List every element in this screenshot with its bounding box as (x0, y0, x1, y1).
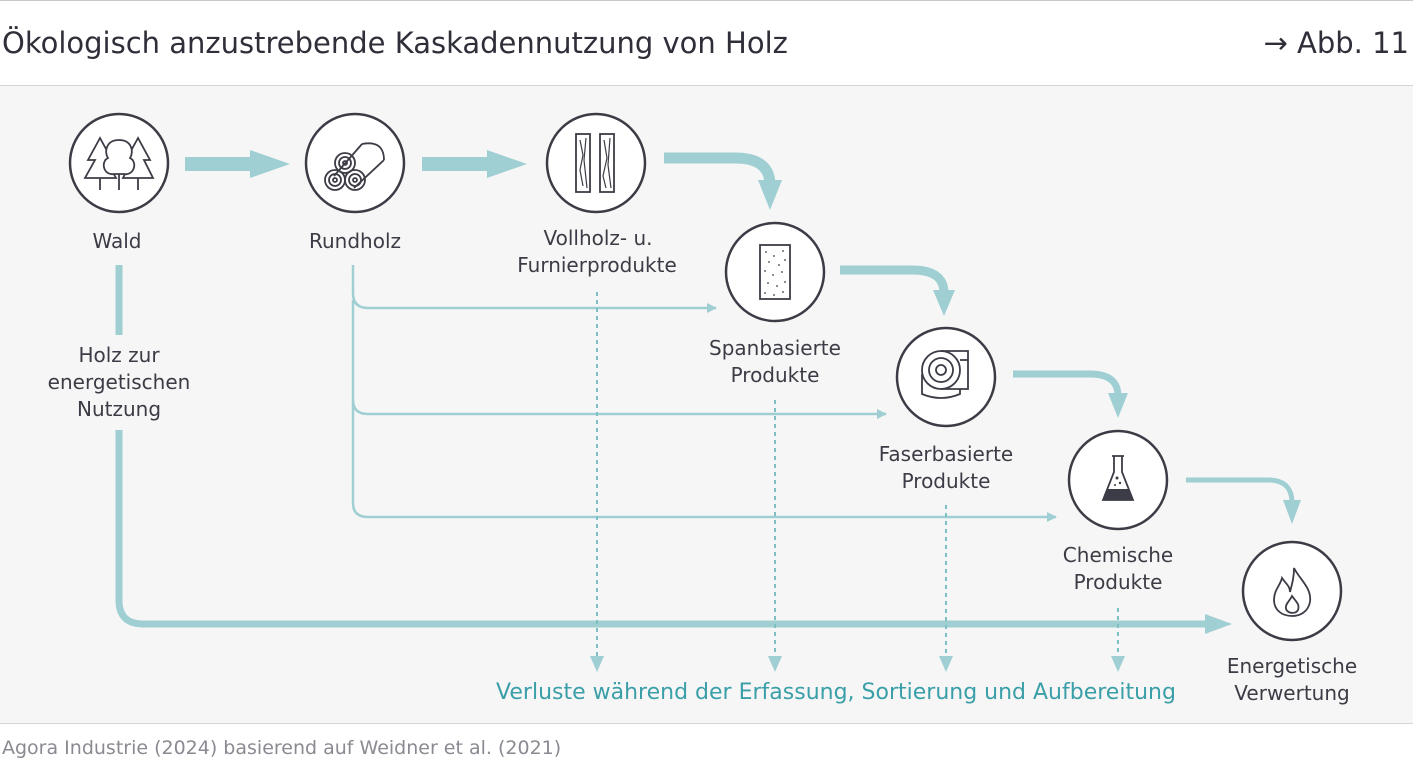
label-wald: Wald (92, 229, 141, 253)
label-vollholz-line1: Vollholz- u. (543, 226, 652, 250)
node-chemisch (1067, 429, 1169, 531)
losses-label: Verluste während der Erfassung, Sortieru… (496, 680, 1176, 705)
energy-path-label-line3: Nutzung (77, 397, 161, 421)
arrow-spanbasiert-to-faserbasiert (840, 265, 955, 316)
arrow-vollholz-to-spanbasiert (664, 152, 782, 210)
loss-arrows (596, 292, 1119, 660)
top-rule (0, 0, 1413, 1)
energy-path-line (115, 265, 1232, 634)
forest-icon (83, 136, 155, 190)
label-rundholz: Rundholz (309, 229, 401, 253)
label-faserbasiert-line2: Produkte (902, 469, 991, 493)
label-spanbasiert-line1: Spanbasierte (709, 336, 841, 360)
logs-icon (324, 142, 385, 191)
paper-roll-icon (921, 350, 969, 399)
node-wald (68, 112, 170, 214)
node-faserbasiert (895, 326, 997, 428)
arrow-faserbasiert-to-chemisch (1013, 370, 1128, 418)
page-title: Ökologisch anzustrebende Kaskadennutzung… (2, 26, 788, 60)
loss-arrowheads (590, 656, 1125, 672)
figure-reference: → Abb. 11 (1263, 26, 1409, 60)
arrow-wald-to-rundholz (185, 150, 290, 178)
flask-icon (1101, 455, 1135, 501)
energy-path-label-line2: energetischen (48, 370, 191, 394)
label-spanbasiert-line2: Produkte (731, 363, 820, 387)
node-vollholz (545, 112, 647, 214)
label-vollholz-line2: Furnierprodukte (517, 253, 677, 277)
node-spanbasiert (724, 221, 826, 323)
label-chemisch-line1: Chemische (1063, 543, 1173, 567)
energy-path-label-line1: Holz zur (78, 343, 160, 367)
source-note: Agora Industrie (2024) basierend auf Wei… (2, 737, 562, 759)
node-rundholz (304, 112, 406, 214)
diagram-panel (0, 85, 1413, 724)
particle-board-icon (759, 244, 791, 300)
arrow-chemisch-to-energetisch (1186, 477, 1301, 524)
wood-planks-icon (575, 133, 615, 193)
label-chemisch-line2: Produkte (1074, 570, 1163, 594)
header: Ökologisch anzustrebende Kaskadennutzung… (0, 2, 1413, 84)
node-energetisch (1241, 540, 1343, 642)
arrow-rundholz-to-vollholz (422, 150, 527, 178)
label-energetisch-line1: Energetische (1227, 654, 1357, 678)
label-faserbasiert-line1: Faserbasierte (879, 442, 1013, 466)
rundholz-branches (351, 265, 1057, 522)
flame-icon (1273, 567, 1312, 617)
label-energetisch-line2: Verwertung (1234, 681, 1349, 705)
